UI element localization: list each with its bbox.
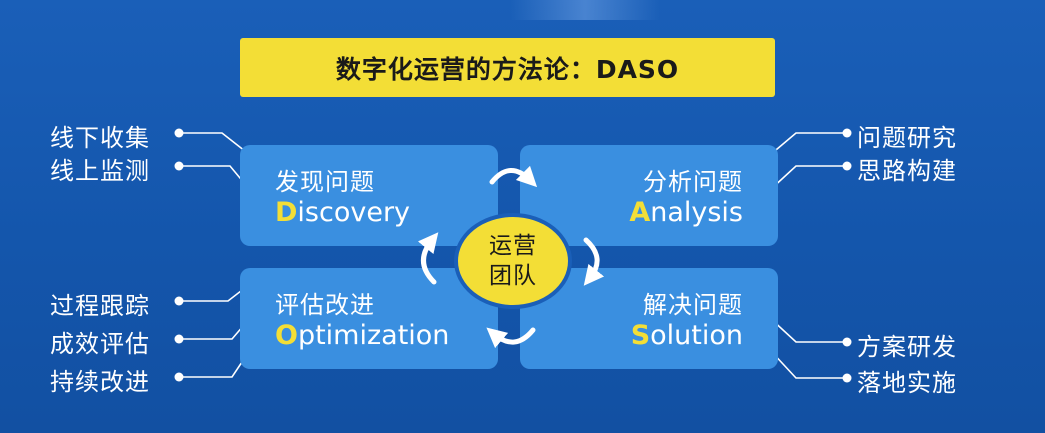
background-decoration [510, 0, 660, 20]
quadrant-title: 评估改进 [275, 291, 375, 319]
center-line-2: 团队 [489, 263, 537, 289]
keyword-rest: nalysis [650, 197, 743, 228]
label-process-tracking: 过程跟踪 [50, 292, 150, 320]
label-problem-research: 问题研究 [857, 124, 957, 152]
cycle-arrow-icon [583, 237, 605, 286]
quadrant-keyword: Optimization [275, 320, 449, 351]
cycle-arrow-icon [486, 327, 536, 349]
quadrant-keyword: Analysis [629, 197, 743, 228]
quadrant-keyword: Discovery [275, 197, 410, 228]
connector-dot [174, 372, 184, 382]
quadrant-discovery: 发现问题 Discovery [240, 145, 498, 246]
page-title-text: 数字化运营的方法论：DASO [335, 54, 680, 84]
label-continuous-improvement: 持续改进 [50, 368, 150, 396]
connector-dot [842, 373, 852, 383]
quadrant-title: 解决问题 [643, 291, 743, 319]
connector-line [769, 132, 843, 156]
label-offline-collection: 线下收集 [50, 124, 150, 152]
center-line-1: 运营 [489, 233, 537, 259]
quadrant-title: 分析问题 [643, 168, 743, 196]
quadrant-title: 发现问题 [275, 168, 375, 196]
keyword-initial: O [275, 320, 298, 351]
quadrant-keyword: Solution [631, 320, 743, 351]
cycle-arrow-icon [417, 232, 439, 285]
label-solution-development: 方案研发 [857, 333, 957, 361]
connector-line [769, 349, 843, 379]
connector-line [769, 317, 843, 343]
connector-line [183, 132, 251, 156]
label-approach-building: 思路构建 [857, 157, 957, 185]
connector-dot [842, 128, 852, 138]
quadrant-analysis: 分析问题 Analysis [520, 145, 778, 246]
connector-dot [174, 334, 184, 344]
label-online-monitoring: 线上监测 [50, 157, 150, 185]
connector-dot [842, 161, 852, 171]
connector-dot [174, 296, 184, 306]
keyword-rest: ptimization [297, 320, 450, 351]
cycle-arrow-icon [489, 165, 538, 188]
keyword-rest: iscovery [297, 197, 411, 228]
keyword-initial: D [275, 197, 298, 228]
label-effect-evaluation: 成效评估 [50, 330, 150, 358]
keyword-rest: olution [650, 320, 743, 351]
page-title: 数字化运营的方法论：DASO [240, 38, 775, 97]
quadrant-optimization: 评估改进 Optimization [240, 268, 498, 369]
label-implementation: 落地实施 [857, 369, 957, 397]
connector-dot [842, 337, 852, 347]
connector-dot [174, 161, 184, 171]
keyword-initial: A [629, 197, 651, 228]
connector-line [769, 165, 843, 191]
connector-dot [174, 128, 184, 138]
center-team-circle: 运营 团队 [454, 213, 572, 309]
keyword-initial: S [630, 320, 651, 351]
